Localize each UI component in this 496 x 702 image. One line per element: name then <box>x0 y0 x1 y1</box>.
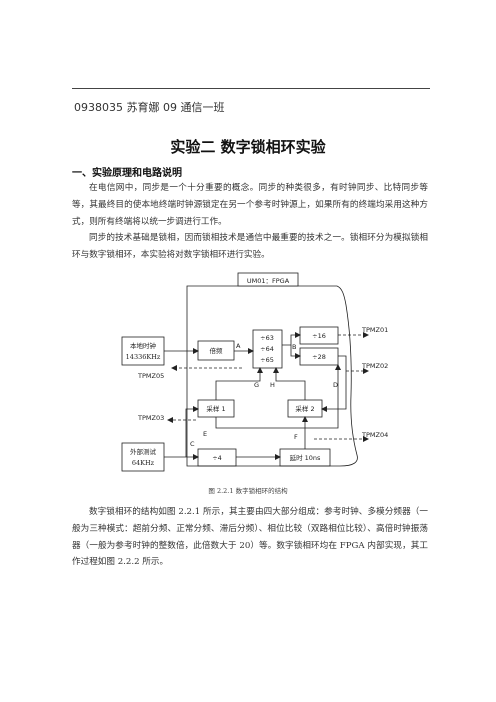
paragraph-1: 在电信网中，同步是一个十分重要的概念。同步的种类很多，有时钟同步、比特同步等等，… <box>72 183 428 227</box>
freq-div-label: 倍频 <box>210 346 224 355</box>
tp2-label: TPMZ02 <box>361 362 388 370</box>
fpga-boundary <box>186 285 358 467</box>
sample2-label: 采样 2 <box>295 404 314 413</box>
div28-label: ÷28 <box>312 353 326 361</box>
node-h: H <box>270 381 275 389</box>
node-c: C <box>190 440 195 448</box>
multi-div-2: ÷64 <box>260 345 274 353</box>
local-clock-label-1: 本地时钟 <box>130 341 157 350</box>
fpga-label: UM01：FPGA <box>247 277 290 285</box>
sample1-label: 采样 1 <box>206 404 225 413</box>
local-clock-label-2: 14336KHz <box>126 353 161 361</box>
tp5-label: TPMZ05 <box>137 372 164 380</box>
node-g: G <box>254 381 259 389</box>
tp4-label: TPMZ04 <box>361 431 388 439</box>
tp1-label: TPMZ01 <box>361 326 388 334</box>
div4-label: ÷4 <box>212 454 222 462</box>
paragraph-2: 同步的技术基础是锁相，因而锁相技术是通信中最重要的技术之一。锁相环分为模拟锁相环… <box>72 233 428 260</box>
ext-test-label-1: 外部测试 <box>130 447 157 456</box>
header-rule <box>72 88 430 89</box>
node-a: A <box>236 342 241 350</box>
multi-div-1: ÷63 <box>260 334 274 342</box>
page-title: 实验二 数字锁相环实验 <box>170 138 326 156</box>
div16-label: ÷16 <box>312 332 326 340</box>
section-heading: 一、实验原理和电路说明 <box>72 168 182 179</box>
paragraph-3: 数字锁相环的结构如图 2.2.1 所示，其主要由四大部分组成：参考时钟、多模分频… <box>72 507 428 568</box>
delay-label: 延时 10ns <box>290 453 321 462</box>
figure-caption: 图 2.2.1 数字锁相环的结构 <box>208 487 288 495</box>
node-e: E <box>203 430 207 438</box>
node-d: D <box>333 381 338 389</box>
author-line: 0938035 苏育娜 09 通信一班 <box>74 101 225 114</box>
multi-div-3: ÷65 <box>260 356 274 364</box>
ext-test-label-2: 64KHz <box>132 459 155 467</box>
fpga-label-box <box>237 272 299 287</box>
tp3-label: TPMZ03 <box>137 414 164 422</box>
node-f: F <box>294 433 298 441</box>
node-b: B <box>292 343 296 351</box>
